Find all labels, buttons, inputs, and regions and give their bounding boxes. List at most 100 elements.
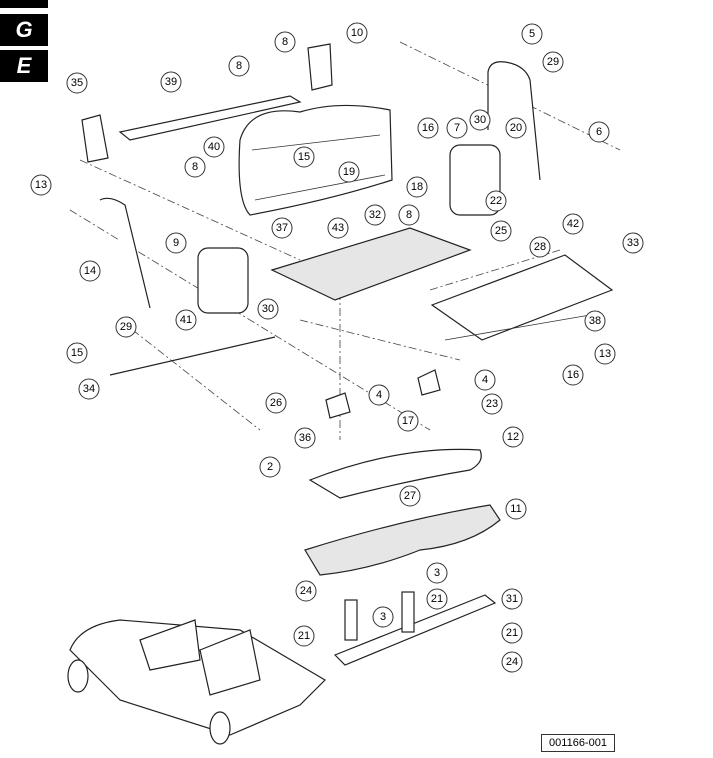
callout-number: 21 bbox=[431, 593, 443, 605]
callout-circle bbox=[293, 146, 315, 168]
callout-number: 30 bbox=[262, 303, 274, 315]
callout-42: 42 bbox=[562, 213, 584, 235]
callout-number: 2 bbox=[267, 461, 273, 473]
callout-21: 21 bbox=[293, 625, 315, 647]
callout-5: 5 bbox=[521, 23, 543, 45]
callout-circle bbox=[165, 232, 187, 254]
seat-back-support-bar bbox=[118, 95, 302, 141]
rod-34 bbox=[109, 336, 276, 376]
callout-circle bbox=[406, 176, 428, 198]
callout-12: 12 bbox=[502, 426, 524, 448]
callout-number: 43 bbox=[332, 222, 344, 234]
callout-circle bbox=[469, 109, 491, 131]
callout-circle bbox=[542, 51, 564, 73]
callout-31: 31 bbox=[501, 588, 523, 610]
seat-pod-lid bbox=[308, 448, 482, 499]
callout-number: 28 bbox=[534, 241, 546, 253]
callout-circle bbox=[257, 298, 279, 320]
callout-number: 4 bbox=[482, 374, 488, 386]
callout-43: 43 bbox=[327, 217, 349, 239]
callout-7: 7 bbox=[446, 117, 468, 139]
callout-11: 11 bbox=[505, 498, 527, 520]
callout-circle bbox=[399, 485, 421, 507]
callout-number: 25 bbox=[495, 225, 507, 237]
callout-circle bbox=[271, 217, 293, 239]
callout-25: 25 bbox=[490, 220, 512, 242]
callout-circle bbox=[397, 410, 419, 432]
callout-circle bbox=[562, 364, 584, 386]
callout-number: 15 bbox=[298, 151, 310, 163]
seat-back-brackets bbox=[81, 43, 333, 163]
section-tab-partial bbox=[0, 0, 48, 8]
callout-number: 21 bbox=[506, 627, 518, 639]
callout-17: 17 bbox=[397, 410, 419, 432]
callout-number: 41 bbox=[180, 314, 192, 326]
callout-32: 32 bbox=[364, 204, 386, 226]
callout-circle bbox=[562, 213, 584, 235]
callout-number: 20 bbox=[510, 122, 522, 134]
callout-38: 38 bbox=[584, 310, 606, 332]
callout-29: 29 bbox=[542, 51, 564, 73]
callout-number: 27 bbox=[404, 490, 416, 502]
callout-circle bbox=[417, 117, 439, 139]
callout-3: 3 bbox=[372, 606, 394, 628]
callout-circle bbox=[293, 625, 315, 647]
callout-15: 15 bbox=[293, 146, 315, 168]
callout-circle bbox=[228, 55, 250, 77]
callout-circle bbox=[30, 174, 52, 196]
callout-circle bbox=[588, 121, 610, 143]
callout-number: 32 bbox=[369, 209, 381, 221]
callout-number: 42 bbox=[567, 218, 579, 230]
callout-39: 39 bbox=[160, 71, 182, 93]
callout-27: 27 bbox=[399, 485, 421, 507]
callout-number: 19 bbox=[343, 166, 355, 178]
seat-bottom-panel bbox=[270, 227, 472, 301]
callout-24: 24 bbox=[501, 651, 523, 673]
callout-2: 2 bbox=[259, 456, 281, 478]
callout-circle bbox=[175, 309, 197, 331]
callout-circle bbox=[501, 622, 523, 644]
callout-number: 14 bbox=[84, 265, 96, 277]
callout-15: 15 bbox=[66, 342, 88, 364]
callout-circle bbox=[259, 456, 281, 478]
callout-circle bbox=[295, 580, 317, 602]
callout-3: 3 bbox=[426, 562, 448, 584]
callout-circle bbox=[501, 651, 523, 673]
callout-number: 29 bbox=[547, 56, 559, 68]
callout-circle bbox=[485, 190, 507, 212]
callout-19: 19 bbox=[338, 161, 360, 183]
callout-number: 4 bbox=[376, 389, 382, 401]
callout-23: 23 bbox=[481, 393, 503, 415]
callout-35: 35 bbox=[66, 72, 88, 94]
callout-number: 12 bbox=[507, 431, 519, 443]
assembly-centerlines bbox=[69, 41, 621, 440]
callout-circle bbox=[184, 156, 206, 178]
callout-number: 29 bbox=[120, 321, 132, 333]
section-tab-g: G bbox=[0, 14, 48, 46]
callout-9: 9 bbox=[165, 232, 187, 254]
callout-8: 8 bbox=[398, 204, 420, 226]
callout-number: 8 bbox=[406, 209, 412, 221]
callout-circle bbox=[490, 220, 512, 242]
callout-18: 18 bbox=[406, 176, 428, 198]
callout-14: 14 bbox=[79, 260, 101, 282]
callout-circle bbox=[265, 392, 287, 414]
callout-number: 13 bbox=[599, 348, 611, 360]
callout-6: 6 bbox=[588, 121, 610, 143]
callout-29: 29 bbox=[115, 316, 137, 338]
callout-13: 13 bbox=[30, 174, 52, 196]
callout-number: 22 bbox=[490, 195, 502, 207]
brackets-4-36 bbox=[325, 369, 441, 419]
callout-number: 36 bbox=[299, 432, 311, 444]
callout-34: 34 bbox=[78, 378, 100, 400]
callout-circle bbox=[426, 588, 448, 610]
callout-8: 8 bbox=[274, 31, 296, 53]
callout-number: 8 bbox=[192, 161, 198, 173]
callout-number: 24 bbox=[300, 585, 312, 597]
callout-circle bbox=[481, 393, 503, 415]
callout-10: 10 bbox=[346, 22, 368, 44]
callout-circle bbox=[327, 217, 349, 239]
callout-26: 26 bbox=[265, 392, 287, 414]
